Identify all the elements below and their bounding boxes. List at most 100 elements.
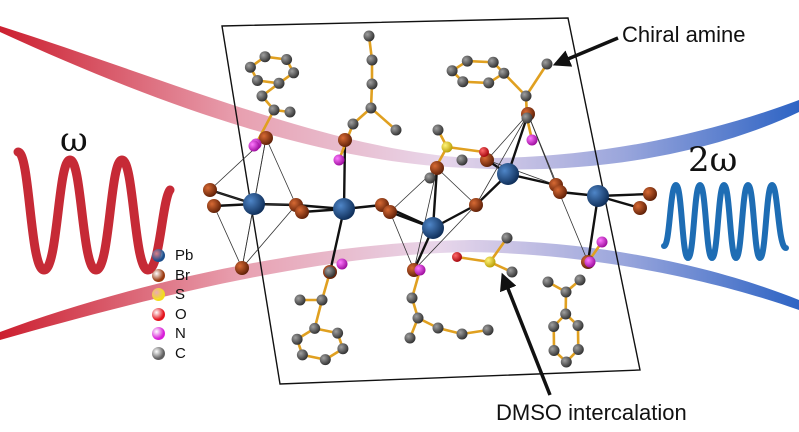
halide-contact <box>475 113 529 206</box>
chiral-amine-arrow <box>552 36 619 67</box>
c-atom <box>363 30 375 42</box>
n-atom <box>336 258 348 270</box>
c-atom <box>347 118 359 130</box>
c-atom <box>572 320 584 331</box>
c-atom <box>332 327 344 339</box>
halide-contact <box>486 113 529 161</box>
halide-contact <box>413 204 477 271</box>
pb-br-bond <box>586 194 600 264</box>
halide-contact <box>486 159 557 186</box>
pb-atom <box>497 163 519 185</box>
c-atom <box>319 354 331 366</box>
pb-atom <box>243 193 265 215</box>
halide-contact <box>413 167 438 271</box>
pb-atom <box>587 185 609 207</box>
c-atom <box>572 344 584 355</box>
br-atom <box>643 187 657 201</box>
br-atom-icon <box>152 268 165 282</box>
two-omega-label: 2ω <box>688 140 738 180</box>
c-atom <box>487 56 499 68</box>
c-atom <box>432 322 444 334</box>
c-atom <box>251 75 263 86</box>
organic-bond <box>524 62 549 98</box>
c-atom <box>560 308 572 320</box>
c-atom <box>296 349 308 361</box>
laser-beam-upper <box>0 26 799 170</box>
c-atom-icon <box>152 346 165 360</box>
c-atom <box>366 78 378 90</box>
halide-contact <box>436 167 477 206</box>
omega-label: ω <box>60 120 88 160</box>
legend-item-s: S <box>152 285 212 305</box>
fundamental-wave <box>13 147 175 275</box>
br-atom <box>338 133 352 147</box>
c-atom <box>506 266 518 278</box>
c-atom <box>446 65 458 77</box>
br-atom <box>553 185 567 199</box>
c-atom <box>337 343 349 355</box>
c-atom <box>316 294 328 306</box>
halide-contact <box>389 211 415 271</box>
c-atom <box>560 356 572 368</box>
n-atom <box>584 256 596 268</box>
c-atom <box>412 312 424 324</box>
br-atom <box>430 161 444 175</box>
br-atom <box>633 201 647 215</box>
s-atom <box>484 256 496 268</box>
organic-bond <box>254 108 276 146</box>
legend-label: O <box>175 305 187 323</box>
c-atom <box>548 345 560 356</box>
laser-beam-lower <box>0 240 799 340</box>
c-atom <box>284 106 296 118</box>
n-atom <box>333 154 345 166</box>
c-atom <box>501 232 513 244</box>
legend-label: Br <box>175 266 190 284</box>
organic-bond <box>445 145 486 154</box>
c-atom <box>309 322 321 334</box>
c-atom <box>456 328 468 340</box>
c-atom <box>498 67 510 79</box>
dmso-arrow <box>500 272 552 396</box>
br-atom <box>259 131 273 145</box>
c-atom <box>574 274 586 286</box>
legend-item-o: O <box>152 305 212 325</box>
br-atom <box>235 261 249 275</box>
pb-br-bond <box>342 138 347 211</box>
s-atom-icon <box>152 288 165 302</box>
c-atom <box>560 286 572 298</box>
c-atom <box>542 276 554 288</box>
n-atom <box>248 140 260 152</box>
c-atom <box>548 321 560 332</box>
element-legend: Pb Br S O N C <box>152 246 212 363</box>
legend-label: S <box>175 286 186 304</box>
c-atom <box>483 77 495 89</box>
legend-item-c: C <box>152 344 212 364</box>
s-atom <box>441 141 453 153</box>
c-atom <box>365 102 377 114</box>
c-atom <box>461 55 473 67</box>
c-atom <box>256 90 268 102</box>
c-atom <box>432 124 444 136</box>
pb-atom-icon <box>152 249 165 263</box>
unit-cell <box>221 17 641 385</box>
pb-atom <box>422 217 444 239</box>
br-atom <box>469 198 483 212</box>
n-atom-icon <box>152 327 165 341</box>
halide-contact <box>213 205 243 269</box>
br-atom <box>295 205 309 219</box>
c-atom <box>521 112 533 124</box>
c-atom <box>482 324 494 336</box>
c-atom <box>244 61 256 73</box>
c-atom <box>273 77 285 89</box>
c-atom <box>291 333 303 345</box>
atom-layer <box>203 30 657 368</box>
c-atom <box>457 76 469 88</box>
c-atom <box>366 54 378 66</box>
br-atom <box>383 205 397 219</box>
c-atom <box>424 172 436 184</box>
c-atom <box>520 90 532 102</box>
br-atom <box>207 199 221 213</box>
chiral-amine-label: Chiral amine <box>622 22 746 47</box>
legend-label: N <box>175 325 186 343</box>
halide-contact <box>265 137 297 206</box>
